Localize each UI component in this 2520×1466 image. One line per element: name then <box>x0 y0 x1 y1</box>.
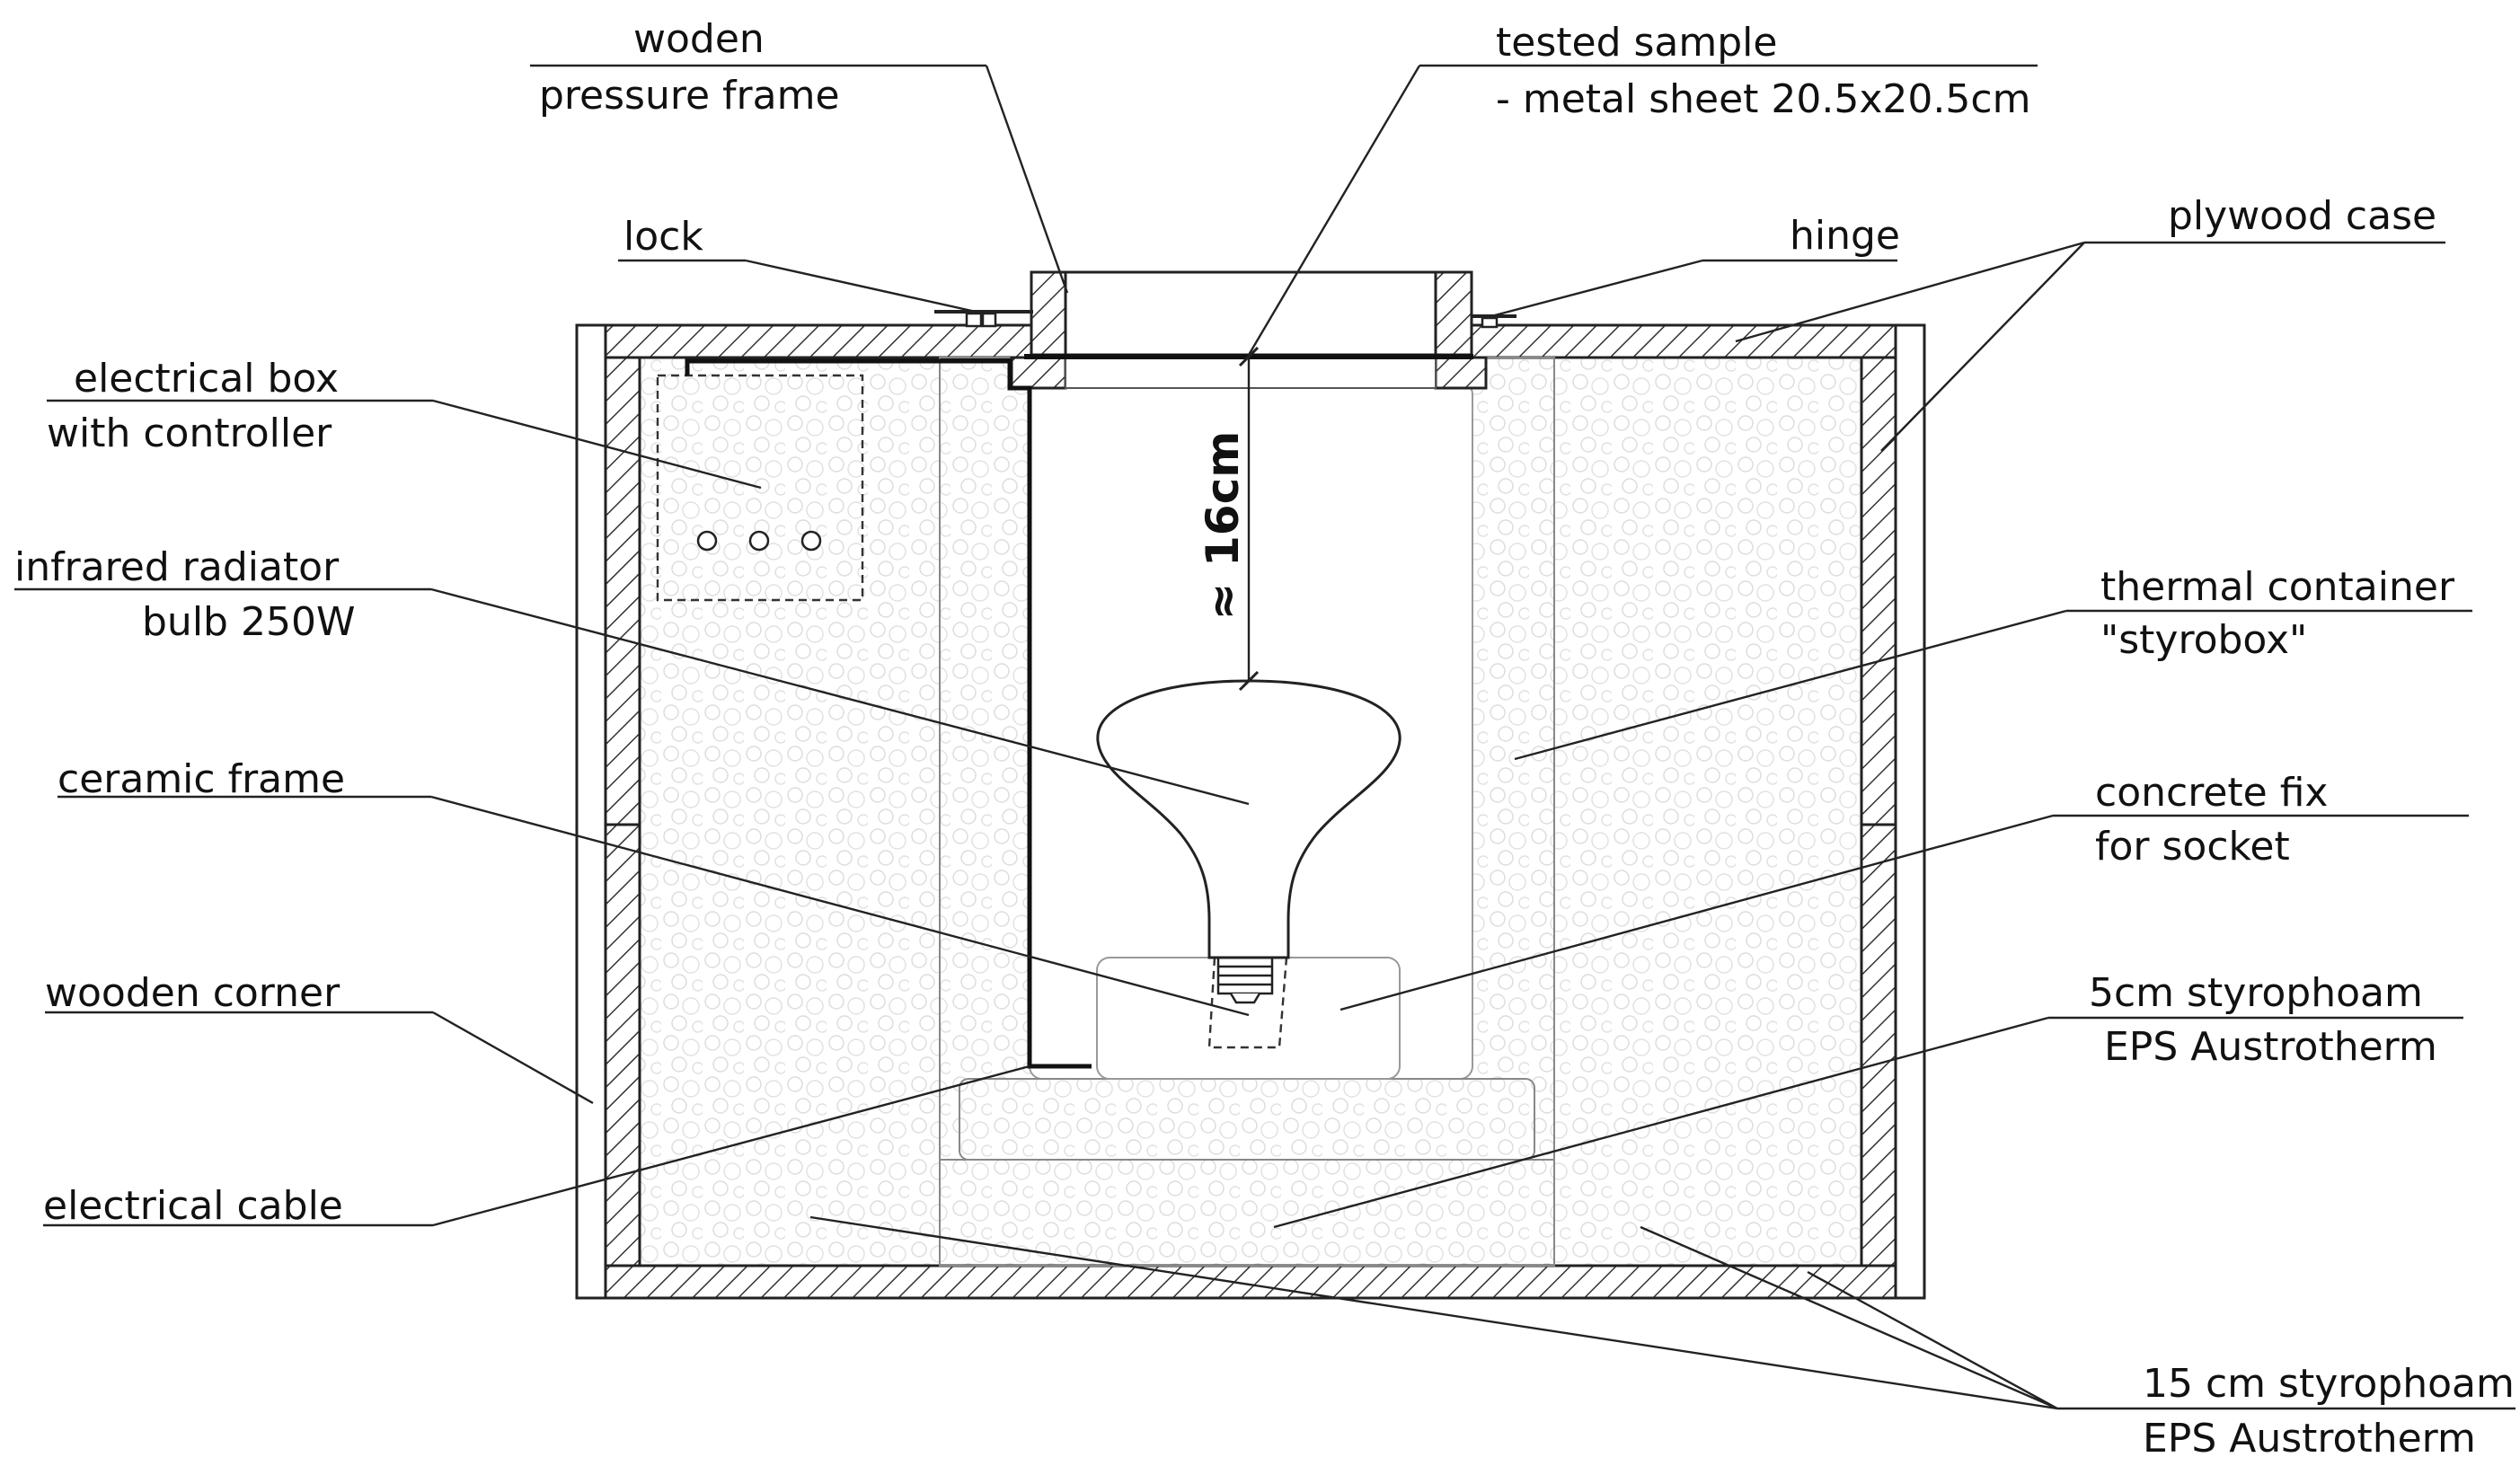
case-bottom-board <box>602 1264 1899 1300</box>
label-thermal-container: thermal container "styrobox" <box>1514 564 2472 761</box>
case-right-board <box>1860 356 1897 1267</box>
label-5cm-styrophoam: 5cm styrophoam EPS Austrotherm <box>1273 970 2463 1229</box>
label-electrical-box: electrical box with controller <box>47 356 762 490</box>
label-sample-line1: tested sample <box>1496 20 1777 66</box>
label-ceramic-text: ceramic frame <box>57 756 345 802</box>
sample-opening <box>1065 357 1437 389</box>
electrical-box <box>656 374 864 602</box>
label-lock: lock <box>618 214 977 314</box>
wooden-corner-left <box>575 323 607 1300</box>
label-tested-sample: tested sample - metal sheet 20.5x20.5cm <box>1247 20 2038 356</box>
label-eps5-line1: 5cm styrophoam <box>2089 970 2423 1016</box>
label-eps15-line2: EPS Austrotherm <box>2143 1416 2476 1462</box>
label-cable-text: electrical cable <box>43 1183 343 1229</box>
pressure-frame-bottom-right <box>1434 356 1488 390</box>
label-ebox-line2: with controller <box>47 411 332 456</box>
label-sample-line2: - metal sheet 20.5x20.5cm <box>1496 76 2030 122</box>
pressure-frame-right-post <box>1434 270 1473 357</box>
pressure-frame-left-post <box>1030 270 1067 357</box>
label-wooden-corner: wooden corner <box>45 970 594 1105</box>
dimension-16cm: ≈ 16cm <box>1197 346 1260 692</box>
ceramic-frame <box>1207 957 1288 1049</box>
label-lock-text: lock <box>623 214 703 260</box>
label-infrared-radiator: infrared radiator bulb 250W <box>14 544 1250 806</box>
pressure-frame <box>1010 270 1488 390</box>
wooden-corner-right <box>1894 323 1926 1300</box>
lock-hardware <box>934 310 1033 328</box>
control-knob-1 <box>696 530 718 552</box>
label-plywood-case: plywood case <box>1735 193 2445 452</box>
label-hinge: hinge <box>1490 213 1900 318</box>
label-hinge-text: hinge <box>1790 213 1900 259</box>
label-ir-line2: bulb 250W <box>142 599 355 645</box>
label-eps5-line2: EPS Austrotherm <box>2104 1024 2437 1070</box>
label-15cm-styrophoam: 15 cm styrophoam EPS Austrotherm <box>809 1215 2516 1462</box>
pressure-frame-bottom-left <box>1010 356 1067 390</box>
bulb-socket <box>1216 956 1274 1004</box>
label-electrical-cable: electrical cable <box>43 1064 1030 1229</box>
case-left-board <box>604 356 641 1267</box>
label-concrete-line2: for socket <box>2095 824 2290 870</box>
label-corner-text: wooden corner <box>45 970 340 1016</box>
label-eps15-line1: 15 cm styrophoam <box>2143 1361 2515 1407</box>
label-concrete-line1: concrete fix <box>2095 770 2328 816</box>
dimension-label: ≈ 16cm <box>1197 431 1249 621</box>
label-plywood-text: plywood case <box>2168 193 2436 239</box>
control-knob-3 <box>800 530 822 552</box>
pressure-frame-top <box>1064 270 1437 357</box>
label-ir-line1: infrared radiator <box>14 544 340 590</box>
control-knob-2 <box>748 530 770 552</box>
electrical-box-outline <box>656 374 864 602</box>
label-woden-line2: pressure frame <box>539 73 840 119</box>
label-thermal-line1: thermal container <box>2100 564 2455 610</box>
label-woden-pressure-frame: woden pressure frame <box>530 16 1069 294</box>
label-woden-line1: woden <box>633 16 765 62</box>
label-ceramic-frame: ceramic frame <box>57 756 1250 1017</box>
label-concrete-fix: concrete fix for socket <box>1340 770 2469 1011</box>
label-ebox-line1: electrical box <box>74 356 339 402</box>
label-thermal-line2: "styrobox" <box>2100 617 2307 663</box>
